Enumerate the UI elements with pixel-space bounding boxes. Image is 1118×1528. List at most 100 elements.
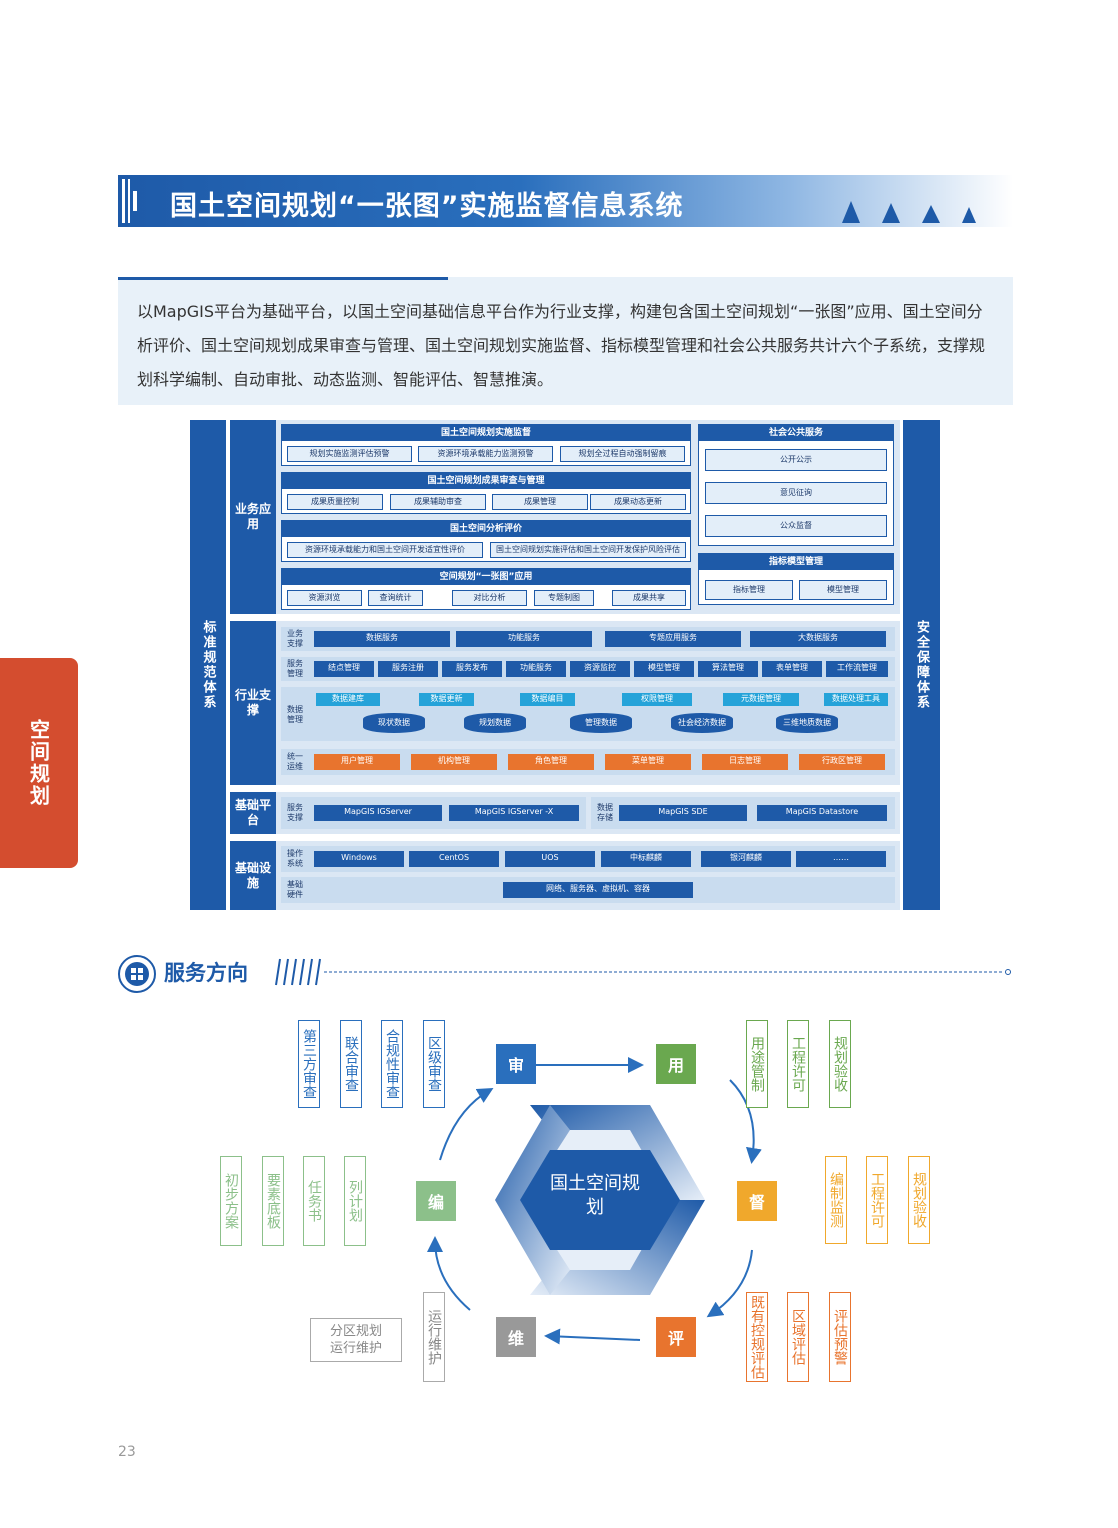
cell: 资源监控 bbox=[570, 661, 630, 677]
cell: 指标管理 bbox=[705, 580, 793, 600]
cell: 权限管理 bbox=[622, 693, 692, 706]
intro-text: 以MapGIS平台为基础平台，以国土空间基础信息平台作为行业支撑，构建包含国土空… bbox=[137, 302, 986, 389]
row-label: 操作系统 bbox=[287, 849, 303, 868]
cell: 表单管理 bbox=[762, 661, 822, 677]
intro-accent-line bbox=[118, 277, 448, 280]
bian-box: 要素底板 bbox=[262, 1156, 284, 1246]
database-icon: 三维地质数据 bbox=[776, 713, 838, 733]
layer-label: 行业支撑 bbox=[230, 621, 276, 785]
biz-group: 国土空间规划实施监督 规划实施监测评估预警 资源环境承载能力监测预警 规划全过程… bbox=[281, 424, 691, 466]
tree-icon bbox=[882, 203, 900, 223]
row-label: 数据管理 bbox=[287, 705, 303, 724]
group-title: 社会公共服务 bbox=[699, 425, 893, 441]
cell: 规划实施监测评估预警 bbox=[287, 446, 412, 462]
industry-layer: 行业支撑 业务支撑 数据服务 功能服务 专题应用服务 大数据服务 服务管理 结点… bbox=[230, 621, 900, 785]
node-ping: 评 bbox=[656, 1317, 696, 1357]
platform-row: 服务支撑 MapGIS IGServer MapGIS IGServer -X bbox=[281, 797, 586, 829]
row-label: 业务支撑 bbox=[287, 629, 303, 648]
platform-row: 数据存储 MapGIS SDE MapGIS Datastore bbox=[591, 797, 895, 829]
biz-group: 国土空间规划成果审查与管理 成果质量控制 成果辅助审查 成果管理 成果动态更新 bbox=[281, 472, 691, 514]
infra-layer: 基础设施 操作系统 Windows CentOS UOS 中标麒麟 银河麒麟 …… bbox=[230, 841, 900, 910]
group-title: 指标模型管理 bbox=[699, 554, 893, 570]
cell: 用户管理 bbox=[314, 754, 400, 770]
database-icon: 管理数据 bbox=[570, 713, 632, 733]
cell: 资源浏览 bbox=[287, 590, 362, 606]
platform-layer: 基础平台 服务支撑 MapGIS IGServer MapGIS IGServe… bbox=[230, 792, 900, 834]
row-label: 基础硬件 bbox=[287, 880, 303, 899]
group-title: 国土空间规划实施监督 bbox=[282, 425, 690, 441]
cell: 成果共享 bbox=[612, 590, 686, 606]
database-icon: 规划数据 bbox=[464, 713, 526, 733]
shen-box: 合规性审查 bbox=[381, 1020, 403, 1108]
cell: 专题应用服务 bbox=[605, 631, 741, 647]
industry-row: 数据管理 数据建库 数据更新 数据编目 权限管理 元数据管理 数据处理工具 现状… bbox=[281, 687, 895, 741]
cell: 服务注册 bbox=[378, 661, 438, 677]
cell: 菜单管理 bbox=[605, 754, 691, 770]
cell: 机构管理 bbox=[411, 754, 497, 770]
bian-box: 列计划 bbox=[344, 1156, 366, 1246]
layer-label: 基础平台 bbox=[230, 792, 276, 834]
ping-box: 评估预警 bbox=[829, 1292, 851, 1382]
bian-box: 任务书 bbox=[303, 1156, 325, 1246]
cell: 资源环境承载能力监测预警 bbox=[418, 446, 553, 462]
bian-box: 初步方案 bbox=[220, 1156, 242, 1246]
security-column: 安全保障体系 bbox=[903, 420, 940, 910]
banner-bars-icon bbox=[122, 179, 140, 223]
section-title: 服务方向 bbox=[164, 961, 248, 985]
cell: 公众监督 bbox=[705, 515, 887, 537]
yong-box: 工程许可 bbox=[787, 1020, 809, 1108]
cell: 数据编目 bbox=[520, 693, 575, 706]
cell: 意见征询 bbox=[705, 482, 887, 504]
group-title: 空间规划“一张图”应用 bbox=[282, 569, 690, 585]
cell: 元数据管理 bbox=[723, 693, 799, 706]
cell: MapGIS IGServer bbox=[314, 805, 442, 821]
cell: 数据服务 bbox=[314, 631, 450, 647]
cell: …… bbox=[796, 851, 886, 867]
layer-label: 业务应用 bbox=[230, 420, 276, 614]
service-cycle-diagram bbox=[427, 1057, 762, 1345]
cell: 中标麒麟 bbox=[601, 851, 691, 867]
cell: 网络、服务器、虚拟机、容器 bbox=[503, 882, 693, 898]
cell: 专题制图 bbox=[534, 590, 594, 606]
cell: 模型管理 bbox=[634, 661, 694, 677]
shen-box: 第三方审查 bbox=[298, 1020, 320, 1108]
cell: 数据建库 bbox=[316, 693, 380, 706]
cell: CentOS bbox=[409, 851, 499, 867]
cell: 国土空间规划实施评估和国土空间开发保护风险评估 bbox=[490, 542, 686, 558]
layer-label: 基础设施 bbox=[230, 841, 276, 910]
cell: 成果管理 bbox=[492, 494, 588, 510]
yong-box: 用途管制 bbox=[746, 1020, 768, 1108]
cell: 公开公示 bbox=[705, 449, 887, 471]
cell: 成果辅助审查 bbox=[390, 494, 486, 510]
cell: 大数据服务 bbox=[750, 631, 886, 647]
section-divider bbox=[275, 958, 1011, 986]
page-number: 23 bbox=[118, 1444, 136, 1460]
cell: 模型管理 bbox=[799, 580, 887, 600]
du-box: 规划验收 bbox=[908, 1156, 930, 1244]
row-label: 数据存储 bbox=[597, 803, 613, 822]
industry-row: 业务支撑 数据服务 功能服务 专题应用服务 大数据服务 bbox=[281, 627, 895, 651]
database-icon: 现状数据 bbox=[363, 713, 425, 733]
row-label: 服务管理 bbox=[287, 659, 303, 678]
industry-row: 统一运维 用户管理 机构管理 角色管理 菜单管理 日志管理 行政区管理 bbox=[281, 749, 895, 775]
cell: 服务发布 bbox=[442, 661, 502, 677]
tree-icon bbox=[962, 207, 976, 223]
cell: 角色管理 bbox=[508, 754, 594, 770]
cell: 资源环境承载能力和国土空间开发适宜性评价 bbox=[287, 542, 483, 558]
du-box: 工程许可 bbox=[866, 1156, 888, 1244]
cell: MapGIS Datastore bbox=[757, 805, 887, 821]
shen-box: 联合审查 bbox=[340, 1020, 362, 1108]
wei-box: 分区规划运行维护 bbox=[310, 1318, 402, 1362]
row-label: 服务支撑 bbox=[287, 803, 303, 822]
ping-box: 区域评估 bbox=[787, 1292, 809, 1382]
page-title: 国土空间规划“一张图”实施监督信息系统 bbox=[170, 191, 684, 222]
cell: 算法管理 bbox=[698, 661, 758, 677]
architecture-diagram: 标准规范体系 安全保障体系 业务应用 国土空间规划实施监督 规划实施监测评估预警… bbox=[190, 420, 940, 910]
node-bian: 编 bbox=[416, 1181, 456, 1221]
cell: 工作流管理 bbox=[826, 661, 888, 677]
cell: 成果质量控制 bbox=[287, 494, 383, 510]
business-layer: 业务应用 国土空间规划实施监督 规划实施监测评估预警 资源环境承载能力监测预警 … bbox=[230, 420, 900, 614]
wei-box: 运行维护 bbox=[423, 1292, 445, 1382]
group-title: 国土空间规划成果审查与管理 bbox=[282, 473, 690, 489]
row-label: 统一运维 bbox=[287, 752, 303, 771]
